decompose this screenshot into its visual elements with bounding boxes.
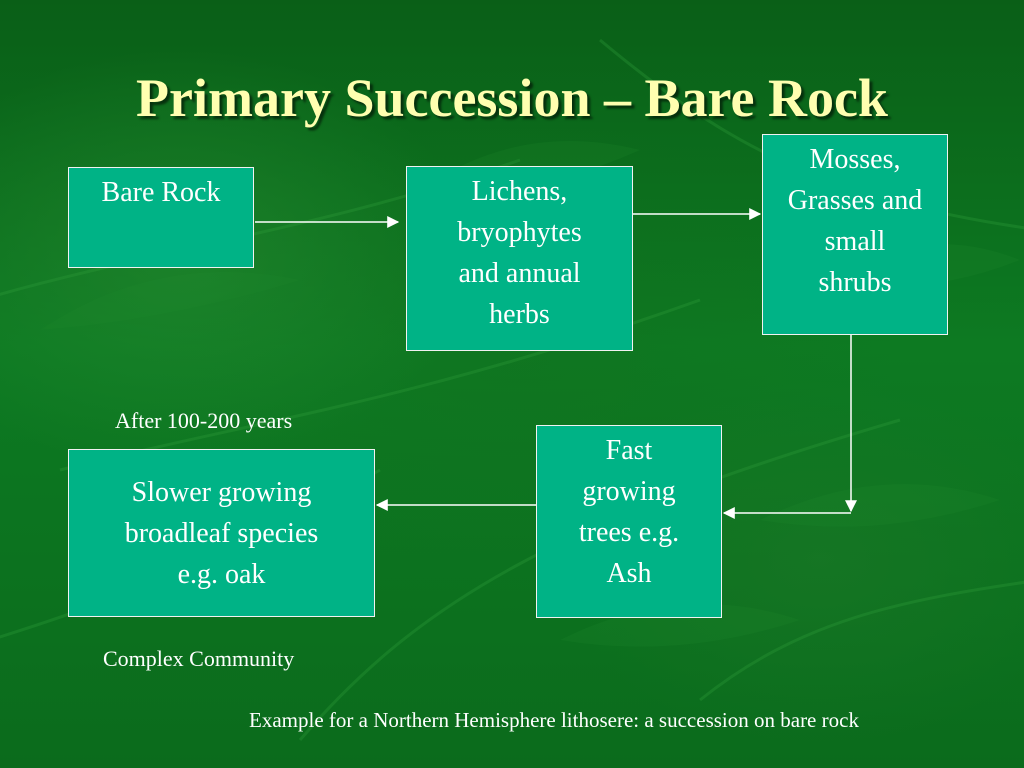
stage-fast-trees-line: growing <box>582 476 676 507</box>
stage-fast-trees-line: Ash <box>606 558 652 589</box>
stage-mosses: Mosses, Grasses and small shrubs <box>762 134 948 335</box>
stage-fast-trees: Fast growing trees e.g. Ash <box>536 425 722 618</box>
stage-lichens: Lichens, bryophytes and annual herbs <box>406 166 633 351</box>
stage-lichens-line: bryophytes <box>457 217 582 248</box>
stage-lichens-line: and annual <box>458 258 581 289</box>
stage-broadleaf-line: broadleaf species <box>124 518 319 549</box>
time-note: After 100-200 years <box>115 408 293 433</box>
stage-fast-trees-line: trees e.g. <box>578 517 680 548</box>
stage-mosses-line: Mosses, <box>809 144 901 175</box>
stage-lichens-line: herbs <box>489 299 550 330</box>
stage-mosses-line: shrubs <box>818 267 892 298</box>
stage-mosses-line: Grasses and <box>787 185 923 216</box>
stage-mosses-line: small <box>824 226 886 257</box>
stage-bare-rock-label: Bare Rock <box>101 177 221 208</box>
stage-bare-rock: Bare Rock <box>68 167 254 268</box>
community-note: Complex Community <box>103 646 295 671</box>
stage-broadleaf-line: e.g. oak <box>177 559 266 590</box>
slide-title: Primary Succession – Bare Rock <box>136 68 888 128</box>
stage-fast-trees-line: Fast <box>605 435 653 466</box>
stage-broadleaf: Slower growing broadleaf species e.g. oa… <box>68 449 375 617</box>
stage-lichens-line: Lichens, <box>471 176 568 207</box>
stage-broadleaf-line: Slower growing <box>131 477 312 508</box>
footer-caption: Example for a Northern Hemisphere lithos… <box>249 708 859 732</box>
